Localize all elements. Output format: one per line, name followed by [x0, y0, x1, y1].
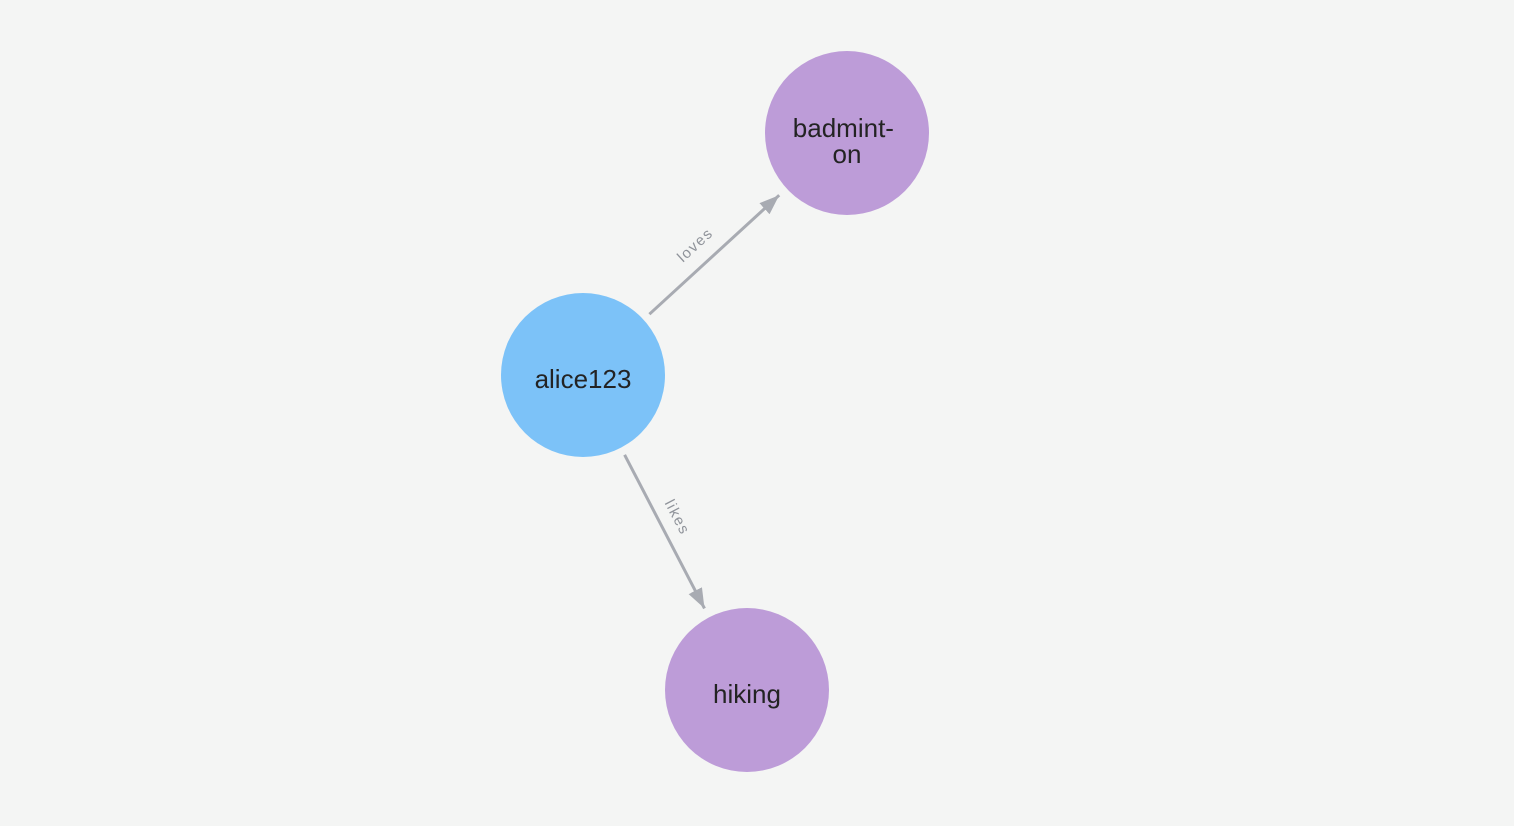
- node-hiking[interactable]: hiking: [665, 608, 829, 772]
- node-circle-hiking[interactable]: [665, 608, 829, 772]
- edge-loves[interactable]: loves: [648, 194, 781, 316]
- edge-likes[interactable]: likes: [623, 454, 706, 610]
- node-circle-alice123[interactable]: [501, 293, 665, 457]
- edge-line-loves[interactable]: [648, 194, 781, 316]
- edge-line-likes[interactable]: [623, 454, 706, 610]
- node-badminton[interactable]: badmint- on: [765, 51, 929, 215]
- node-circle-badminton[interactable]: [765, 51, 929, 215]
- node-alice123[interactable]: alice123: [501, 293, 665, 457]
